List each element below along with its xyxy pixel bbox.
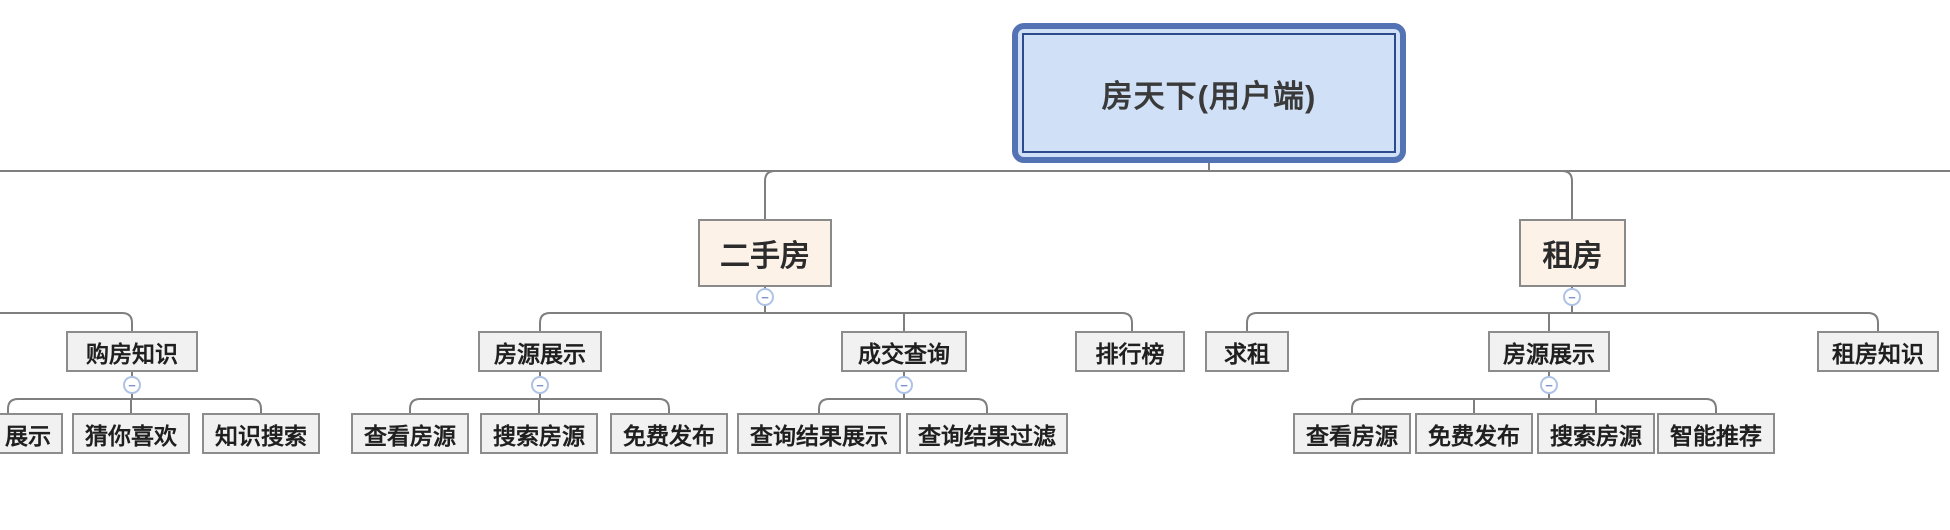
node-guess-you-like[interactable]: 猜你喜欢 [72, 413, 190, 454]
node-guess-you-like-label: 猜你喜欢 [85, 422, 177, 449]
node-listing-display-right-label: 房源展示 [1503, 340, 1595, 367]
node-smart-recommend-label: 智能推荐 [1670, 422, 1762, 449]
node-view-listing-right-label: 查看房源 [1306, 422, 1398, 449]
node-query-result-display-label: 查询结果展示 [750, 422, 888, 449]
node-search-listing-right[interactable]: 搜索房源 [1537, 413, 1655, 454]
node-seek-rent[interactable]: 求租 [1205, 331, 1289, 372]
connector-path [0, 163, 1950, 413]
node-search-listing-right-label: 搜索房源 [1550, 422, 1642, 449]
node-second-hand-house[interactable]: 二手房 [698, 219, 832, 287]
collapse-minus-glyph: − [1545, 377, 1553, 393]
node-knowledge-search-label: 知识搜索 [215, 422, 307, 449]
collapse-minus-glyph: − [761, 289, 769, 305]
collapse-minus-icon-deal-query[interactable]: − [895, 376, 913, 394]
collapse-minus-icon-listing-display-right[interactable]: − [1540, 376, 1558, 394]
node-deal-query-label: 成交查询 [858, 340, 950, 367]
node-root-inner-frame: 房天下(用户端) [1022, 33, 1396, 153]
node-smart-recommend[interactable]: 智能推荐 [1657, 413, 1775, 454]
collapse-minus-glyph: − [128, 377, 136, 393]
node-view-listing-left-label: 查看房源 [364, 422, 456, 449]
collapse-minus-icon-buy-knowledge[interactable]: − [123, 376, 141, 394]
node-buy-knowledge[interactable]: 购房知识 [66, 331, 198, 372]
node-knowledge-search[interactable]: 知识搜索 [202, 413, 320, 454]
node-free-publish-right-label: 免费发布 [1428, 422, 1520, 449]
node-root[interactable]: 房天下(用户端) [1012, 23, 1406, 163]
collapse-minus-glyph: − [536, 377, 544, 393]
node-ranking-label: 排行榜 [1095, 340, 1165, 367]
node-display-cutoff[interactable]: 展示 [0, 413, 63, 454]
node-listing-display-right[interactable]: 房源展示 [1488, 331, 1610, 372]
node-ranking[interactable]: 排行榜 [1075, 331, 1185, 372]
node-free-publish-left-label: 免费发布 [623, 422, 715, 449]
node-search-listing-left[interactable]: 搜索房源 [480, 413, 598, 454]
node-rent-house-label: 租房 [1542, 240, 1603, 273]
node-root-label: 房天下(用户端) [1101, 78, 1317, 114]
collapse-minus-icon-listing-display-left[interactable]: − [531, 376, 549, 394]
node-rent-house[interactable]: 租房 [1519, 219, 1626, 287]
node-free-publish-left[interactable]: 免费发布 [610, 413, 728, 454]
node-view-listing-left[interactable]: 查看房源 [351, 413, 469, 454]
collapse-minus-glyph: − [900, 377, 908, 393]
node-free-publish-right[interactable]: 免费发布 [1415, 413, 1533, 454]
node-query-result-display[interactable]: 查询结果展示 [737, 413, 901, 454]
collapse-minus-glyph: − [1568, 289, 1576, 305]
node-query-result-filter-label: 查询结果过滤 [918, 422, 1056, 449]
node-display-cutoff-label: 展示 [5, 422, 51, 449]
node-deal-query[interactable]: 成交查询 [841, 331, 967, 372]
node-listing-display-left[interactable]: 房源展示 [478, 331, 602, 372]
collapse-minus-icon-rent-house[interactable]: − [1563, 288, 1581, 306]
node-seek-rent-label: 求租 [1224, 340, 1270, 367]
node-listing-display-left-label: 房源展示 [494, 340, 586, 367]
node-search-listing-left-label: 搜索房源 [493, 422, 585, 449]
node-view-listing-right[interactable]: 查看房源 [1293, 413, 1411, 454]
collapse-minus-icon-second-hand-house[interactable]: − [756, 288, 774, 306]
node-rent-knowledge-label: 租房知识 [1832, 340, 1924, 367]
node-buy-knowledge-label: 购房知识 [86, 340, 178, 367]
node-second-hand-house-label: 二手房 [720, 240, 810, 273]
node-rent-knowledge[interactable]: 租房知识 [1817, 331, 1939, 372]
node-query-result-filter[interactable]: 查询结果过滤 [906, 413, 1068, 454]
